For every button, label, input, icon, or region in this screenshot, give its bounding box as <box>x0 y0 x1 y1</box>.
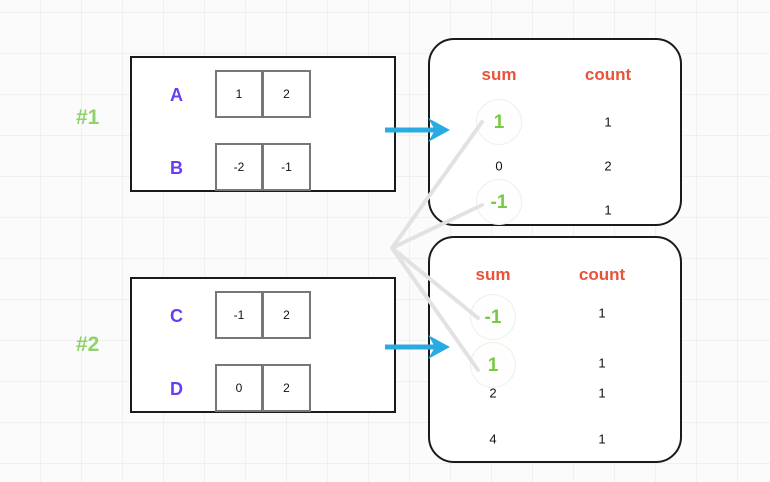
cell-c-1: 2 <box>263 291 311 339</box>
row-letter-b: B <box>170 158 183 178</box>
cell-d-1: 2 <box>263 364 311 412</box>
cell-pair-b: -2 -1 <box>215 143 311 191</box>
aggregation-panel-1: sum count 1 1 0 2 -1 1 <box>428 38 682 226</box>
cell-b-0: -2 <box>215 143 263 191</box>
panel1-count-row0: 1 <box>604 114 612 130</box>
group-label-1: #1 <box>76 106 100 129</box>
cell-pair-a: 1 2 <box>215 70 311 118</box>
panel2-count-row2: 1 <box>598 385 606 401</box>
panel2-header-sum: sum <box>475 265 511 284</box>
partition-box-group2: C -1 2 D 0 2 <box>130 277 396 413</box>
row-letter-d: D <box>170 379 183 399</box>
cell-a-0: 1 <box>215 70 263 118</box>
panel1-sum-row0: 1 <box>476 99 522 145</box>
panel1-sum-row1: 0 <box>495 158 503 174</box>
panel1-count-row2: 1 <box>604 202 612 218</box>
cell-pair-d: 0 2 <box>215 364 311 412</box>
panel2-sum-row0: -1 <box>470 294 516 340</box>
cell-pair-c: -1 2 <box>215 291 311 339</box>
group-label-2: #2 <box>76 333 100 356</box>
panel2-count-row3: 1 <box>598 431 606 447</box>
aggregation-panel-2: sum count -1 1 1 1 2 1 4 1 <box>428 236 682 463</box>
panel2-sum-row1: 1 <box>470 342 516 388</box>
cell-d-0: 0 <box>215 364 263 412</box>
cell-b-1: -1 <box>263 143 311 191</box>
panel1-count-row1: 2 <box>604 158 612 174</box>
panel2-header-count: count <box>578 265 626 284</box>
cell-a-1: 2 <box>263 70 311 118</box>
row-letter-a: A <box>170 85 183 105</box>
panel2-sum-row2: 2 <box>489 385 497 401</box>
panel2-sum-row3: 4 <box>489 431 497 447</box>
panel1-header-count: count <box>584 65 632 84</box>
panel2-count-row1: 1 <box>598 355 606 371</box>
panel1-sum-row2: -1 <box>476 179 522 225</box>
panel1-header-sum: sum <box>481 65 517 84</box>
row-letter-c: C <box>170 306 183 326</box>
panel2-count-row0: 1 <box>598 305 606 321</box>
partition-box-group1: A 1 2 B -2 -1 <box>130 56 396 192</box>
cell-c-0: -1 <box>215 291 263 339</box>
